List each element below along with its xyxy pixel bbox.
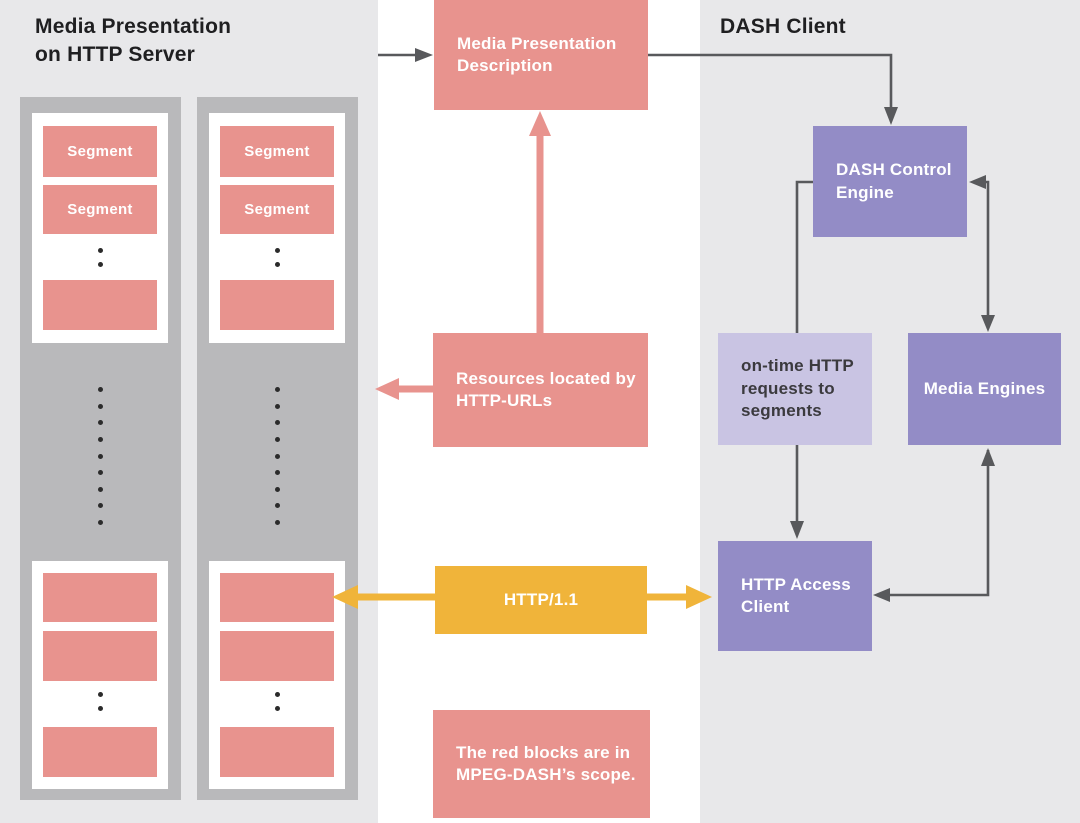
media-presentation-description-box: Media Presentation Description bbox=[434, 0, 648, 110]
representation-box bbox=[209, 561, 345, 789]
segment-block: Segment bbox=[220, 126, 334, 177]
segment-block: Segment bbox=[220, 185, 334, 234]
ellipsis-dots bbox=[32, 692, 168, 711]
segment-block bbox=[43, 280, 157, 330]
arrow-http11-to-client-shaft bbox=[647, 593, 688, 601]
media-column-1: Segment Segment bbox=[20, 97, 181, 800]
dash-control-engine-box: DASH Control Engine bbox=[813, 126, 967, 237]
http-access-client-box: HTTP Access Client bbox=[718, 541, 872, 651]
segment-block: Segment bbox=[43, 185, 157, 234]
segment-block bbox=[43, 631, 157, 681]
ellipsis-dots bbox=[32, 248, 168, 267]
server-panel-title: Media Presentation on HTTP Server bbox=[35, 15, 232, 66]
representation-box: Segment Segment bbox=[209, 113, 345, 343]
http11-box: HTTP/1.1 bbox=[435, 566, 647, 634]
segment-block bbox=[43, 573, 157, 622]
arrow-resources-to-server-shaft bbox=[397, 385, 433, 393]
arrowhead-resources-to-server bbox=[375, 378, 399, 400]
ellipsis-dots bbox=[209, 248, 345, 267]
segment-block bbox=[220, 631, 334, 681]
segment-block bbox=[43, 727, 157, 777]
ellipsis-dots bbox=[20, 387, 181, 525]
representation-box bbox=[32, 561, 168, 789]
arrow-resources-to-mpd-shaft bbox=[536, 133, 544, 333]
segment-block bbox=[220, 573, 334, 622]
arrowhead-into-mpd bbox=[415, 48, 433, 62]
client-panel-title: DASH Client bbox=[720, 15, 846, 38]
media-column-2: Segment Segment bbox=[197, 97, 358, 800]
on-time-requests-box: on-time HTTP requests to segments bbox=[718, 333, 872, 445]
arrowhead-resources-to-mpd bbox=[529, 111, 551, 136]
segment-block bbox=[220, 727, 334, 777]
segment-block bbox=[220, 280, 334, 330]
media-engines-box: Media Engines bbox=[908, 333, 1061, 445]
ellipsis-dots bbox=[197, 387, 358, 525]
segment-block: Segment bbox=[43, 126, 157, 177]
representation-box: Segment Segment bbox=[32, 113, 168, 343]
resources-http-urls-box: Resources located by HTTP-URLs bbox=[433, 333, 648, 447]
ellipsis-dots bbox=[209, 692, 345, 711]
scope-note-box: The red blocks are in MPEG-DASH’s scope. bbox=[433, 710, 650, 818]
